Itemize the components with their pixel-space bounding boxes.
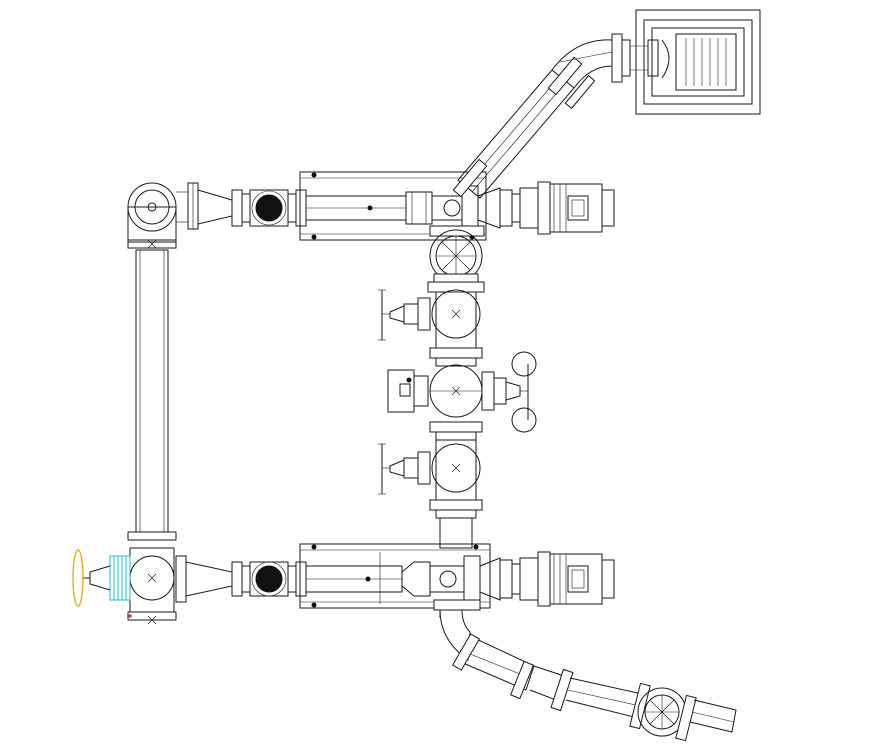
upper-elbow — [127, 182, 188, 243]
pump-motor-upper — [537, 181, 615, 235]
radiator-grille — [635, 9, 761, 115]
lower-horizontal-line — [175, 543, 539, 609]
check-valve-middle — [387, 351, 537, 441]
lower-outlet-line — [433, 599, 737, 742]
upper-horizontal-line — [187, 171, 539, 241]
vertical-header-pipe — [127, 239, 177, 541]
strainer-upper — [249, 189, 289, 227]
central-manifold — [378, 289, 537, 549]
gate-valve-lower — [378, 439, 483, 519]
butterfly-valve-upper — [427, 225, 485, 293]
strainer-lower — [249, 561, 289, 597]
gate-valve-upper — [378, 289, 483, 367]
pump-motor-lower — [537, 551, 615, 607]
diagonal-riser — [452, 33, 659, 199]
butterfly-valve-outlet — [629, 682, 697, 742]
inlet-valve-highlighted — [72, 547, 177, 625]
